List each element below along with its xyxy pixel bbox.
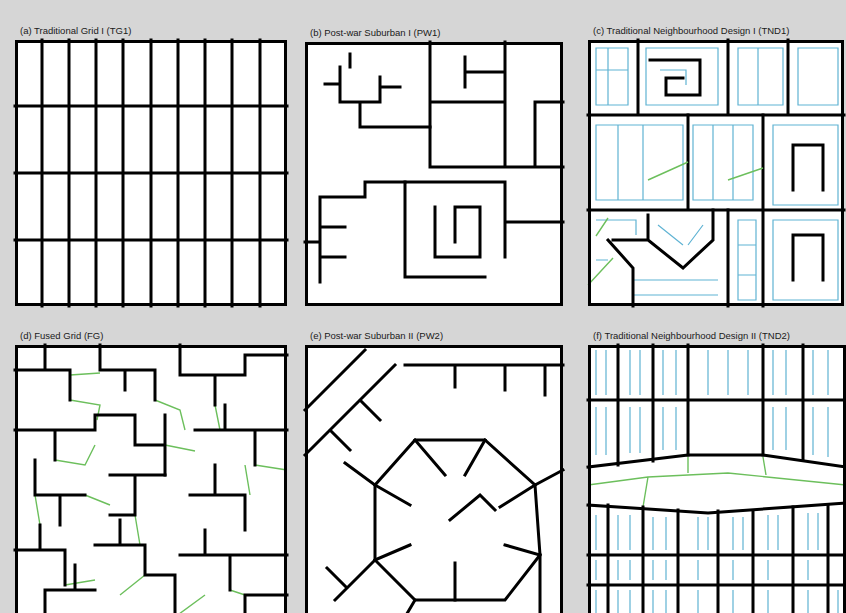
panel-title: (d) Fused Grid (FG) [20,330,103,341]
panel-title: (e) Post-war Suburban II (PW2) [310,330,443,341]
street [375,440,540,600]
street [15,345,287,405]
street [405,182,563,277]
pattern-panel: (f) Traditional Neighbourhood Design II … [588,345,846,613]
pattern-panel: (a) Traditional Grid I (TG1) [15,40,287,306]
street [588,505,846,613]
footpath [588,457,846,507]
street [35,460,245,530]
tnd-streets [588,40,844,306]
panel-ground [15,40,287,306]
panel-title: (c) Traditional Neighbourhood Design I (… [593,25,789,36]
pattern-panel: (c) Traditional Neighbourhood Design I (… [588,40,844,306]
tnd-streets [588,345,846,613]
street [15,405,287,475]
street [305,182,405,282]
street [375,440,540,600]
suburban-streets [305,42,563,282]
fused-grid-streets [15,345,287,613]
street [305,350,563,613]
panel-ground [305,345,563,613]
street [608,210,728,306]
street [588,345,846,465]
panel-ground [305,42,563,306]
street [15,106,287,240]
panel-ground [15,345,287,613]
street [588,455,846,513]
panel-title: (b) Post-war Suburban I (PW1) [310,27,440,38]
lot-line [596,48,838,300]
footpath [588,162,763,285]
street [15,520,287,613]
pattern-panel: (e) Post-war Suburban II (PW2) [305,345,563,613]
street [588,115,844,306]
panel-title: (f) Traditional Neighbourhood Design II … [593,330,790,341]
street [325,54,430,127]
street [588,40,844,115]
panel-ground [588,345,846,613]
footpath [35,373,287,613]
panel-title: (a) Traditional Grid I (TG1) [20,25,131,36]
suburban-streets [305,350,563,613]
pattern-panel: (d) Fused Grid (FG) [15,345,287,613]
grid-streets [15,40,287,306]
pattern-panel: (b) Post-war Suburban I (PW1) [305,42,563,306]
street [430,42,563,167]
panel-ground [588,40,844,306]
